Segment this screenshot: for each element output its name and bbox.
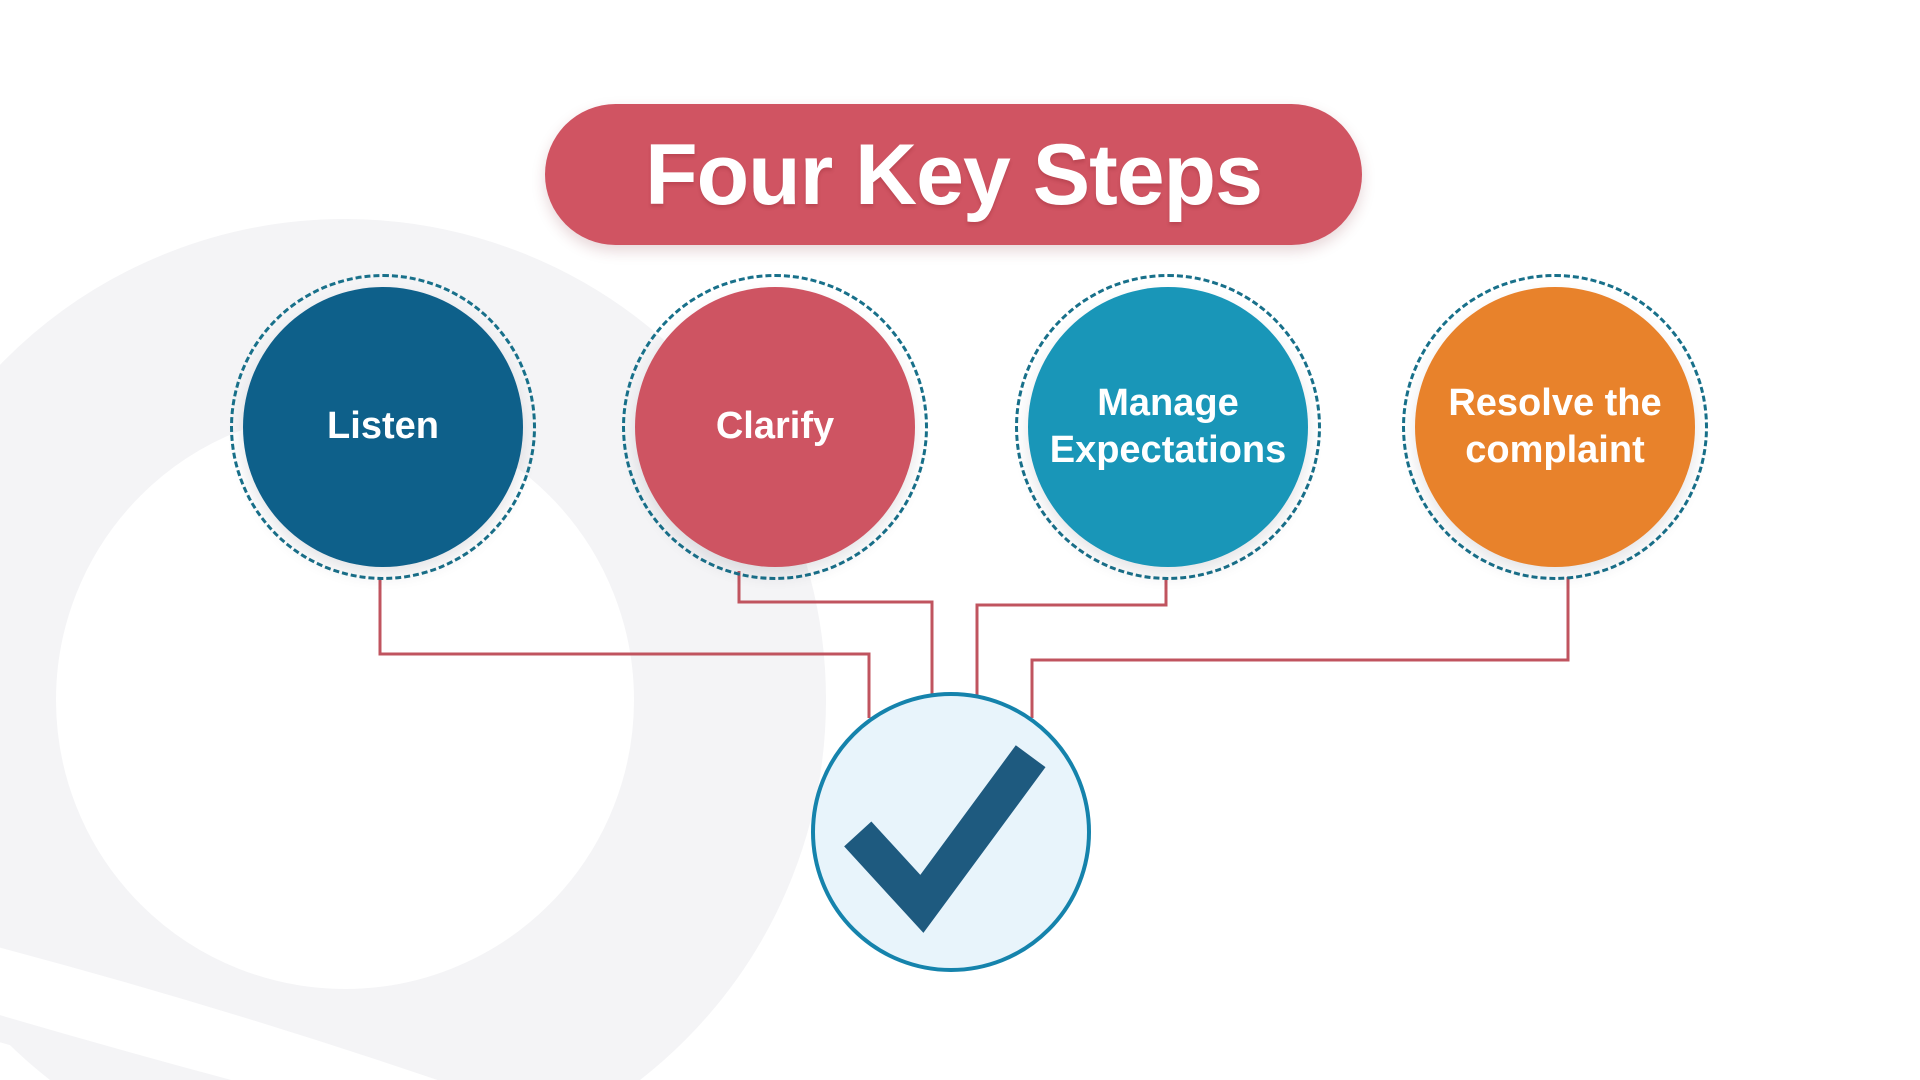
step-node-manage-expectations: Manage Expectations [1015, 274, 1321, 580]
step-node-clarify: Clarify [622, 274, 928, 580]
page-title: Four Key Steps [645, 126, 1263, 223]
step-label-resolve-complaint: Resolve the complaint [1448, 381, 1662, 472]
connector-resolve-complaint [1030, 577, 1570, 718]
checkmark-stroke [844, 745, 1046, 933]
step-circle-resolve-complaint: Resolve the complaint [1415, 287, 1695, 567]
connector-listen [378, 577, 871, 718]
step-label-manage-expectations: Manage Expectations [1049, 381, 1287, 472]
step-circle-listen: Listen [243, 287, 523, 567]
connector-manage-expectations [975, 577, 1168, 695]
connector-clarify [737, 571, 934, 695]
step-circle-manage-expectations: Manage Expectations [1028, 287, 1308, 567]
step-node-resolve-complaint: Resolve the complaint [1402, 274, 1708, 580]
step-label-clarify: Clarify [715, 405, 835, 448]
result-node [811, 692, 1091, 972]
title-banner: Four Key Steps [545, 104, 1362, 245]
step-node-listen: Listen [230, 274, 536, 580]
step-circle-clarify: Clarify [635, 287, 915, 567]
watermark-white-swoosh [0, 947, 438, 1080]
checkmark-icon [844, 745, 1046, 933]
step-label-listen: Listen [327, 405, 439, 448]
watermark-thin-arc [0, 1015, 232, 1080]
